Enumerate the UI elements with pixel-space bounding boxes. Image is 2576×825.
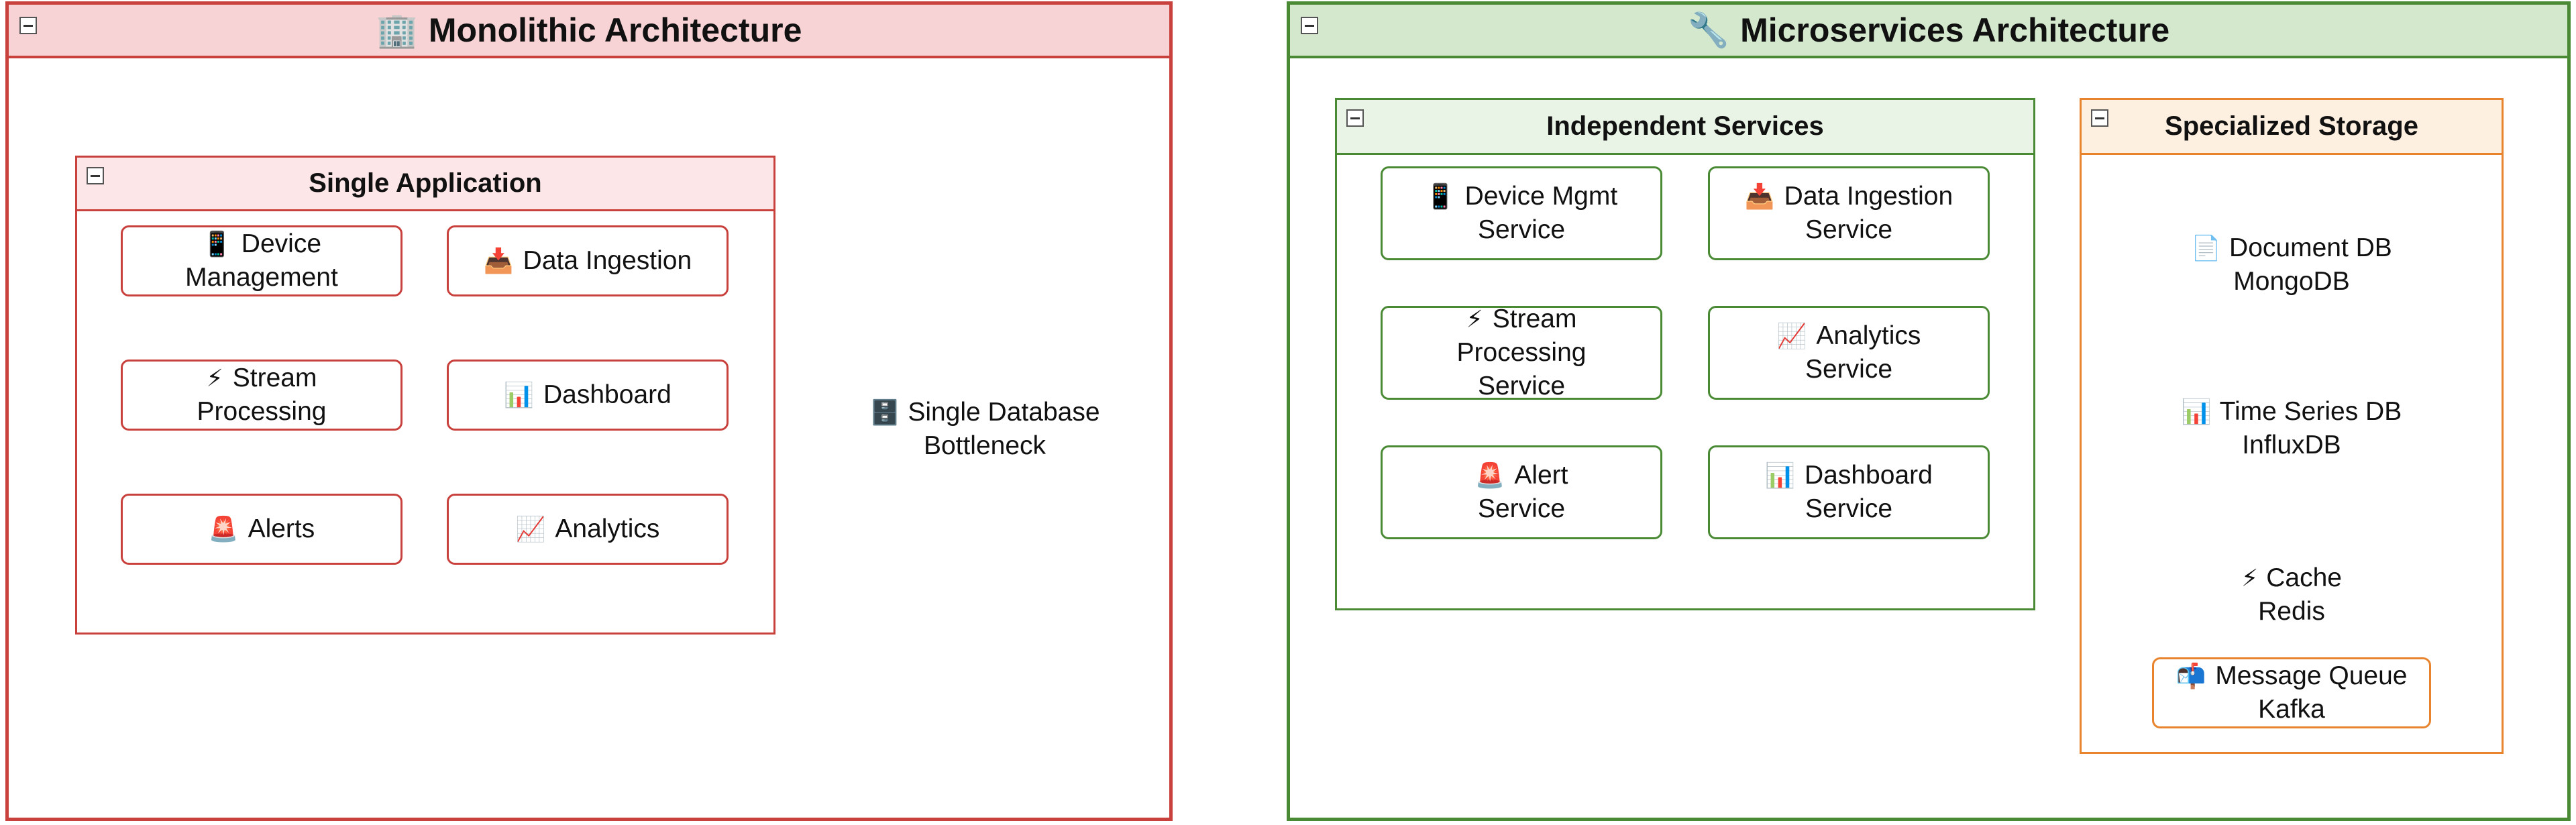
- single-application-title: Single Application: [309, 168, 542, 198]
- independent-services-header: Independent Services: [1337, 100, 2033, 155]
- document-db-label: 📄Document DB MongoDB: [2152, 215, 2431, 315]
- device-management-label-line2: Management: [185, 263, 338, 292]
- single-database-label: 🗄️ Single Database Bottleneck: [844, 362, 1126, 496]
- stream-processing-service-label-line2: Processing: [1456, 338, 1587, 367]
- dashboard-label: Dashboard: [543, 380, 672, 409]
- message-queue-line2: Kafka: [2258, 695, 2325, 724]
- lightning-icon: ⚡: [2241, 564, 2259, 592]
- document-db-line2: MongoDB: [2233, 267, 2350, 296]
- data-ingestion-label: Data Ingestion: [523, 246, 692, 275]
- alert-service-label-line1: Alert: [1514, 461, 1568, 490]
- bar-chart-icon: 📊: [2181, 398, 2212, 425]
- device-mgmt-service-node[interactable]: 📱 Device Mgmt Service: [1381, 166, 1662, 260]
- device-management-node[interactable]: 📱 Device Management: [121, 225, 402, 296]
- collapse-single-application-toggle[interactable]: [87, 167, 104, 184]
- collapse-independent-services-toggle[interactable]: [1346, 109, 1364, 127]
- wrench-icon: 🔧: [1687, 11, 1730, 49]
- data-ingestion-node[interactable]: 📥 Data Ingestion: [447, 225, 729, 296]
- dashboard-service-node[interactable]: 📊 Dashboard Service: [1708, 445, 1990, 539]
- analytics-service-label-line1: Analytics: [1816, 321, 1921, 350]
- cache-label: ⚡Cache Redis: [2152, 545, 2431, 645]
- stream-processing-service-label-line3: Service: [1477, 372, 1566, 400]
- phone-icon: 📱: [201, 230, 232, 258]
- analytics-node[interactable]: 📈 Analytics: [447, 494, 729, 565]
- specialized-storage-group: Specialized Storage: [2080, 98, 2504, 754]
- independent-services-title: Independent Services: [1546, 111, 1824, 141]
- microservices-title: Microservices Architecture: [1740, 11, 2170, 49]
- alerts-node[interactable]: 🚨 Alerts: [121, 494, 402, 565]
- inbox-tray-icon: 📥: [1744, 182, 1775, 210]
- timeseries-db-line1: Time Series DB: [2219, 397, 2402, 426]
- stream-processing-label-line1: Stream: [232, 364, 317, 392]
- collapse-monolithic-toggle[interactable]: [19, 17, 37, 34]
- monolithic-title: Monolithic Architecture: [428, 11, 802, 49]
- data-ingestion-service-node[interactable]: 📥 Data Ingestion Service: [1708, 166, 1990, 260]
- bar-chart-icon: 📊: [504, 381, 535, 408]
- device-mgmt-label-line1: Device Mgmt: [1464, 182, 1618, 211]
- alert-service-label-line2: Service: [1477, 494, 1566, 523]
- phone-icon: 📱: [1425, 182, 1456, 210]
- cache-line1: Cache: [2266, 563, 2342, 592]
- document-icon: 📄: [2191, 234, 2222, 262]
- stream-processing-node[interactable]: ⚡ Stream Processing: [121, 360, 402, 431]
- single-database-line2: Bottleneck: [923, 431, 1046, 460]
- specialized-storage-header: Specialized Storage: [2082, 100, 2502, 155]
- timeseries-db-label: 📊 Time Series DB InfluxDB: [2152, 378, 2431, 479]
- trend-chart-icon: 📈: [515, 515, 546, 543]
- analytics-label: Analytics: [555, 514, 660, 543]
- device-mgmt-label-line2: Service: [1477, 215, 1566, 244]
- bar-chart-icon: 📊: [1765, 461, 1796, 489]
- analytics-service-label-line2: Service: [1805, 355, 1893, 384]
- building-icon: 🏢: [376, 11, 418, 49]
- dashboard-service-label-line1: Dashboard: [1805, 461, 1933, 490]
- file-cabinet-icon: 🗄️: [869, 398, 900, 426]
- specialized-storage-title: Specialized Storage: [2165, 111, 2418, 141]
- single-application-header: Single Application: [77, 158, 773, 211]
- stream-processing-label-line2: Processing: [197, 397, 327, 426]
- monolithic-panel-header: 🏢 Monolithic Architecture: [9, 5, 1169, 58]
- collapse-microservices-toggle[interactable]: [1301, 17, 1318, 34]
- lightning-icon: ⚡: [1466, 305, 1483, 333]
- message-queue-node[interactable]: 📬 Message Queue Kafka: [2152, 657, 2431, 728]
- document-db-line1: Document DB: [2229, 233, 2392, 262]
- single-database-line1: Single Database: [908, 398, 1100, 427]
- timeseries-db-line2: InfluxDB: [2242, 431, 2341, 459]
- stream-processing-service-node[interactable]: ⚡ Stream Processing Service: [1381, 305, 1662, 400]
- inbox-tray-icon: 📥: [483, 247, 514, 274]
- alerts-label: Alerts: [248, 514, 315, 543]
- message-queue-line1: Message Queue: [2215, 661, 2408, 690]
- data-ingestion-service-label-line1: Data Ingestion: [1784, 182, 1953, 211]
- collapse-specialized-storage-toggle[interactable]: [2091, 109, 2108, 127]
- trend-chart-icon: 📈: [1776, 322, 1807, 349]
- device-management-label-line1: Device: [241, 229, 322, 258]
- stream-processing-service-label-line1: Stream: [1492, 305, 1577, 333]
- data-ingestion-service-label-line2: Service: [1805, 215, 1893, 244]
- dashboard-service-label-line2: Service: [1805, 494, 1893, 523]
- dashboard-node[interactable]: 📊 Dashboard: [447, 360, 729, 431]
- analytics-service-node[interactable]: 📈 Analytics Service: [1708, 306, 1990, 400]
- alert-service-node[interactable]: 🚨 Alert Service: [1381, 445, 1662, 539]
- mailbox-icon: 📬: [2176, 662, 2206, 690]
- cache-line2: Redis: [2258, 597, 2325, 626]
- microservices-panel-header: 🔧 Microservices Architecture: [1290, 5, 2567, 58]
- lightning-icon: ⚡: [206, 364, 223, 392]
- siren-icon: 🚨: [208, 515, 239, 543]
- siren-icon: 🚨: [1474, 461, 1505, 489]
